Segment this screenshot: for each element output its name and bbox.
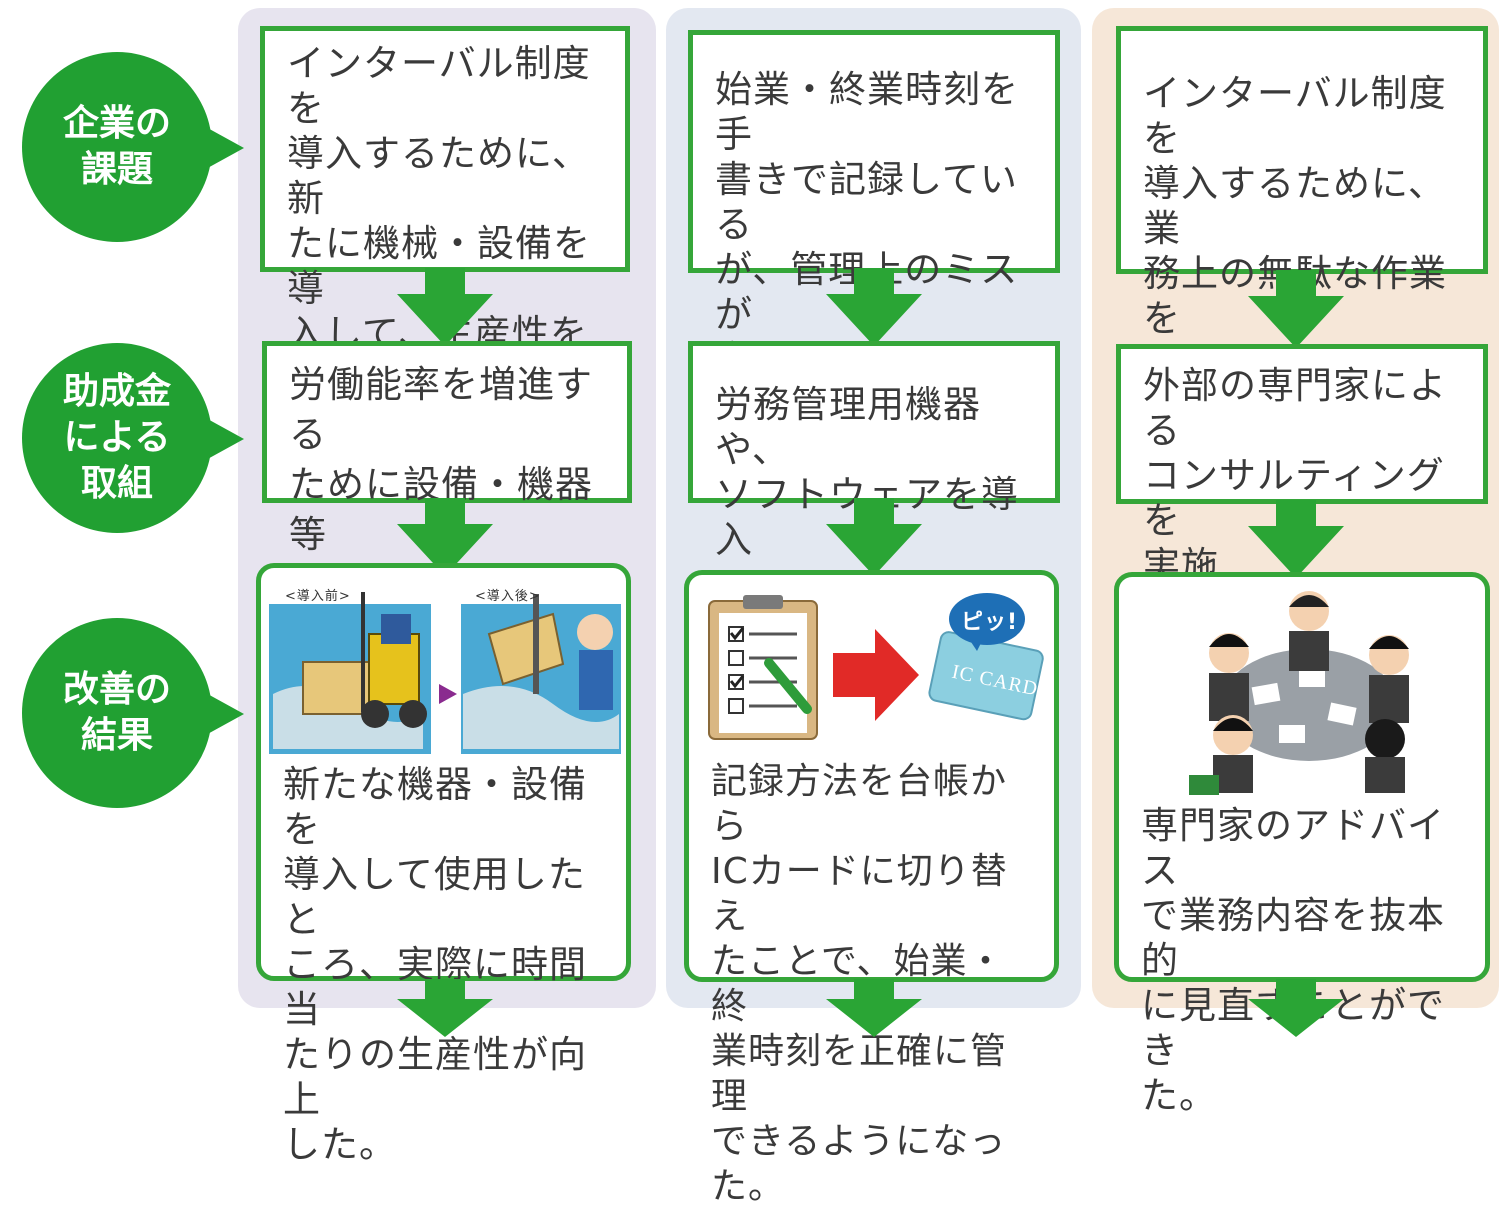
issue-box-1: インターバル制度を 導入するために、新 たに機械・設備を導 入して、生産性を向 … [260, 26, 630, 445]
action-box-2: 労務管理用機器や、 ソフトウェアを導入 [688, 341, 1060, 561]
result-box-1: <導入前> <導入後> 新たな機器・設備を 導入して使用したと ころ、実際に時間… [256, 563, 631, 1166]
result-box-2: IC CARD ピッ! 記録方法を台帳から ICカードに切り替え たことで、始業… [684, 570, 1059, 1207]
issue-box-2: 始業・終業時刻を手 書きで記録している が、管理上のミスが 多い！ [688, 30, 1060, 381]
action-text-2: 労務管理用機器や、 ソフトウェアを導入 [715, 383, 1019, 561]
action-box-1: 労働能率を増進する ために設備・機器等 を導入 [262, 341, 632, 606]
arrow-down-icon [397, 498, 493, 576]
ic-card-illustration: IC CARD ピッ! [707, 591, 1047, 741]
issue-text-3: インターバル制度を 導入するために、業 務上の無駄な作業を 見直したい！ [1143, 72, 1447, 385]
meeting-illustration [1189, 585, 1429, 795]
beep-text: ピッ! [961, 610, 1018, 635]
row-label-issue: 企業の 課題 [22, 52, 244, 242]
forklift-illustration: <導入前> <導入後> [263, 574, 625, 754]
result-text-3: 専門家のアドバイス で業務内容を抜本的 に見直すことができ た。 [1141, 804, 1445, 1117]
arrow-down-icon [1248, 979, 1344, 1037]
action-box-3: 外部の専門家による コンサルティングを 実施 [1116, 344, 1488, 587]
arrow-down-icon [1248, 270, 1344, 348]
row-label-result: 改善の 結果 [22, 618, 244, 808]
arrow-down-icon [826, 979, 922, 1037]
after-label: <導入後> [475, 589, 541, 604]
result-text-1: 新たな機器・設備を 導入して使用したと ころ、実際に時間当 たりの生産性が向上 … [283, 763, 587, 1166]
arrow-down-icon [826, 498, 922, 576]
action-text-3: 外部の専門家による コンサルティングを 実施 [1143, 364, 1447, 587]
before-label: <導入前> [285, 588, 351, 604]
row-label-action: 助成金 による 取組 [22, 343, 244, 533]
issue-box-3: インターバル制度を 導入するために、業 務上の無駄な作業を 見直したい！ [1116, 26, 1488, 385]
result-box-3: 専門家のアドバイス で業務内容を抜本的 に見直すことができ た。 [1114, 572, 1490, 1117]
arrow-down-icon [397, 268, 493, 346]
arrow-down-icon [397, 979, 493, 1037]
arrow-down-icon [1248, 500, 1344, 578]
arrow-down-icon [826, 268, 922, 346]
